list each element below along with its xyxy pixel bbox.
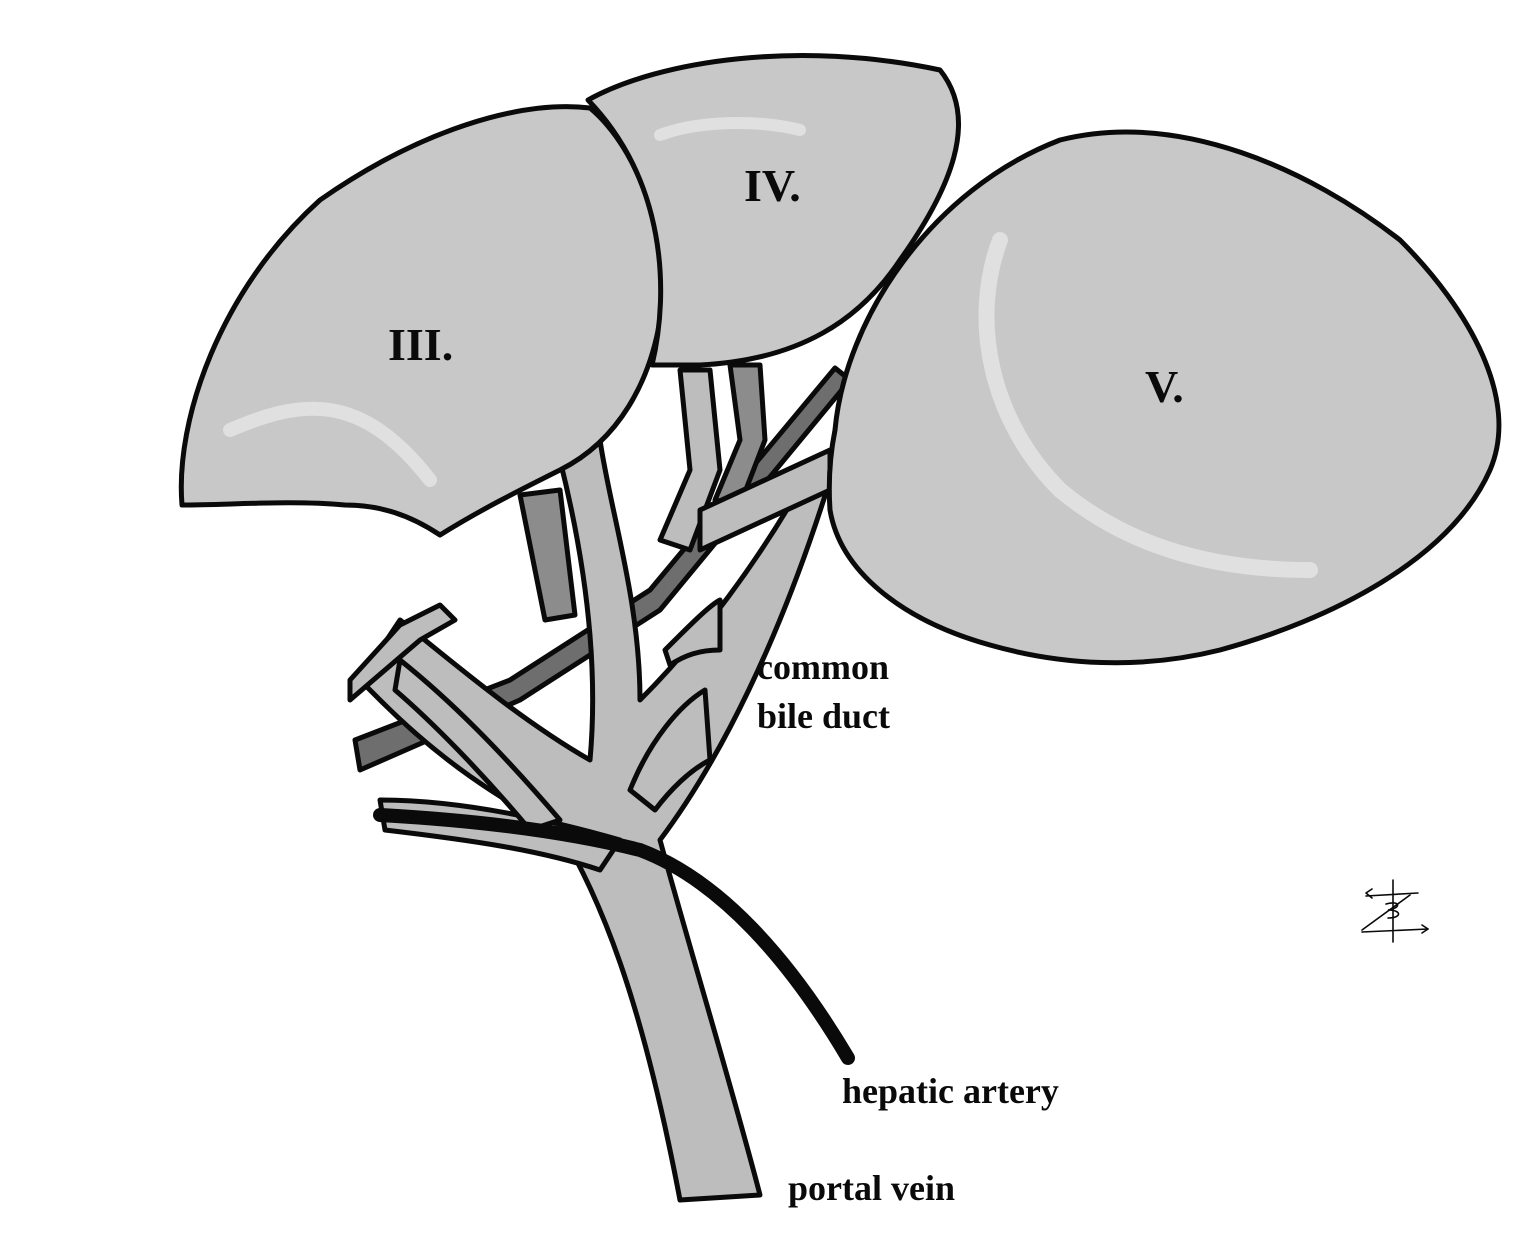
hepatic-artery-label: hepatic artery <box>842 1071 1059 1111</box>
segment-v-label: V. <box>1145 361 1184 412</box>
segment-iii-highlight <box>223 401 437 487</box>
segment-v-highlight <box>978 232 1318 578</box>
liver-segments <box>178 53 1502 666</box>
common-bile-duct-label-line2: bile duct <box>757 696 890 736</box>
cut-branch-left-upper <box>347 602 458 703</box>
portal-vein-label: portal vein <box>788 1168 955 1208</box>
common-bile-duct-label-line1: common <box>757 647 889 687</box>
hepatic-artery <box>373 808 855 1065</box>
artist-signature-mark <box>1361 879 1429 943</box>
segment-iv-label: IV. <box>744 160 801 211</box>
bile-duct-branch-segIII <box>517 487 578 623</box>
vessel-tree <box>347 362 855 1203</box>
common-bile-duct-lower <box>627 687 713 813</box>
common-bile-duct-upper <box>662 597 723 668</box>
segment-iv-highlight <box>654 117 806 141</box>
segment-iii-label: III. <box>388 319 453 370</box>
cut-branch-left-middle <box>392 657 563 833</box>
